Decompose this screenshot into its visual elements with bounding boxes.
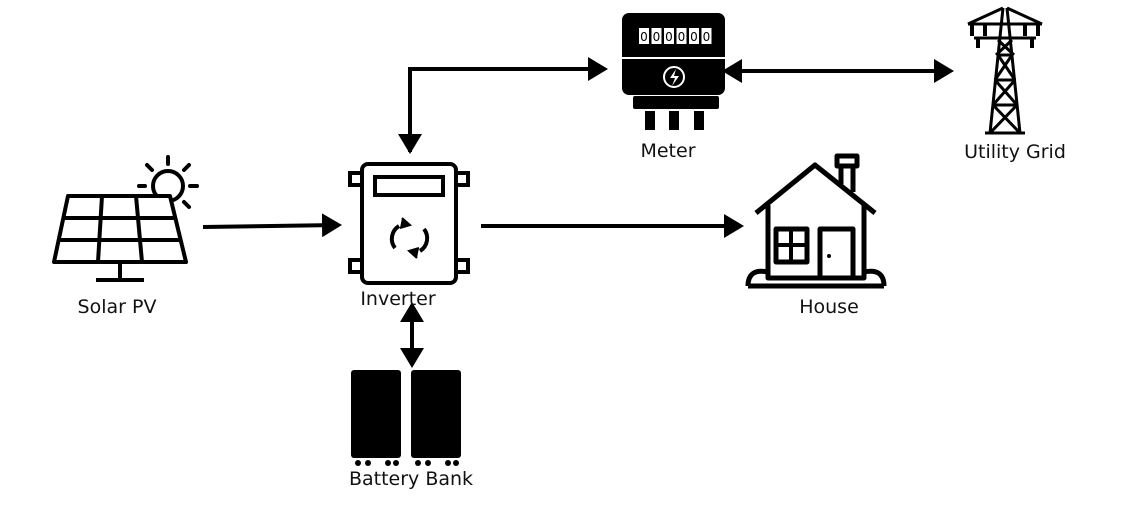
house-label: House: [799, 296, 859, 318]
inverter-label: Inverter: [360, 288, 436, 310]
meter-digit: 0: [640, 30, 648, 44]
meter-digit: 0: [678, 30, 686, 44]
arrow-solar-to-inverter: [202, 213, 342, 238]
battery-bank-icon: [351, 370, 461, 466]
meter-digit-cell: [664, 28, 674, 44]
battery-bank-label: Battery Bank: [348, 468, 474, 490]
meter-digit-cell: [651, 28, 662, 44]
house-icon: [745, 153, 887, 289]
meter-digit-cell: [639, 28, 649, 44]
meter-label: Meter: [640, 140, 696, 162]
meter-digit: 0: [703, 30, 711, 44]
solar-pv-label: Solar PV: [77, 296, 157, 318]
meter-digit-cell: [689, 28, 699, 44]
solar-panel-icon: [52, 155, 199, 282]
meter-digit-cell: [701, 28, 712, 44]
meter-digit-cell: [676, 28, 687, 44]
meter-digit: 0: [665, 30, 673, 44]
transmission-tower-icon: [967, 6, 1043, 135]
inverter-icon: [348, 162, 470, 285]
arrow-inverter-meter: [408, 57, 608, 152]
utility-grid-label: Utility Grid: [964, 141, 1066, 163]
meter-digit: 0: [653, 30, 661, 44]
meter-digit: 0: [690, 30, 698, 44]
